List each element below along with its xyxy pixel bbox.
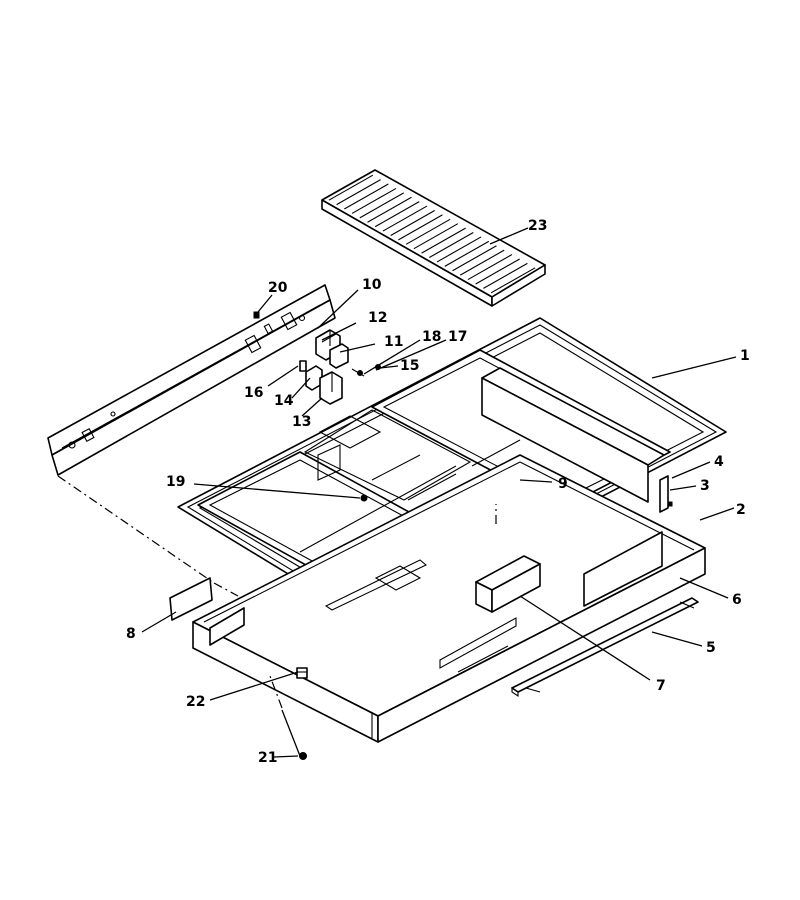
grate-slot xyxy=(436,236,482,263)
callout-23: 23 xyxy=(528,218,547,234)
grate-slot xyxy=(351,187,397,214)
center-bracket-part xyxy=(475,555,541,613)
callout-2: 2 xyxy=(736,502,746,518)
callout-6: 6 xyxy=(732,592,742,608)
grate-part xyxy=(321,169,546,307)
grate-slot xyxy=(367,196,412,223)
grate-slot xyxy=(459,249,505,276)
callout-22: 22 xyxy=(186,694,205,710)
grate-slot xyxy=(490,267,536,294)
callout-13: 13 xyxy=(292,414,311,430)
callout-7: 7 xyxy=(656,678,666,694)
callout-16: 16 xyxy=(244,385,263,401)
right-bracket-part xyxy=(659,475,673,513)
grate-slot xyxy=(405,218,451,245)
assembly-centerlines xyxy=(57,475,497,709)
grate-slot xyxy=(374,201,420,228)
callout-5: 5 xyxy=(706,640,716,656)
grate-slot xyxy=(413,223,459,250)
callout-12: 12 xyxy=(368,310,387,326)
callout-3: 3 xyxy=(700,478,710,494)
grate-slot xyxy=(382,205,428,232)
bottom-plate-part xyxy=(511,597,699,698)
callout-14: 14 xyxy=(274,393,294,409)
grate-slot xyxy=(452,245,497,272)
grate-slot xyxy=(328,174,374,201)
back-panel-strip xyxy=(47,284,336,476)
bottom-pan-part xyxy=(192,454,706,743)
callout-9: 9 xyxy=(558,476,568,492)
grate-slot xyxy=(398,214,443,241)
callout-10: 10 xyxy=(362,277,382,293)
grate-slot xyxy=(429,232,474,259)
callout-1: 1 xyxy=(740,348,750,364)
grate-slot xyxy=(421,227,466,254)
grate-slot xyxy=(475,258,520,285)
side-plate-part xyxy=(169,577,213,621)
callout-17: 17 xyxy=(448,329,467,345)
callout-21: 21 xyxy=(258,750,277,766)
leader-lines xyxy=(141,227,737,758)
callout-labels: 23 20 10 12 11 18 17 15 16 14 13 1 19 9 … xyxy=(126,218,750,766)
screw-parts xyxy=(281,667,308,760)
small-components xyxy=(299,329,381,405)
grate-slot xyxy=(444,240,490,267)
callout-18: 18 xyxy=(422,329,441,345)
callout-15: 15 xyxy=(400,358,419,374)
grate-slot xyxy=(359,192,405,219)
grate-slot xyxy=(336,179,381,206)
callout-19: 19 xyxy=(166,474,185,490)
grate-slot xyxy=(390,209,435,236)
callout-11: 11 xyxy=(384,334,403,350)
callout-4: 4 xyxy=(714,454,724,470)
grate-slot xyxy=(344,183,389,210)
grate-slot xyxy=(467,254,513,281)
callout-20: 20 xyxy=(268,280,288,296)
callout-8: 8 xyxy=(126,626,136,642)
grate-slot xyxy=(483,262,528,289)
